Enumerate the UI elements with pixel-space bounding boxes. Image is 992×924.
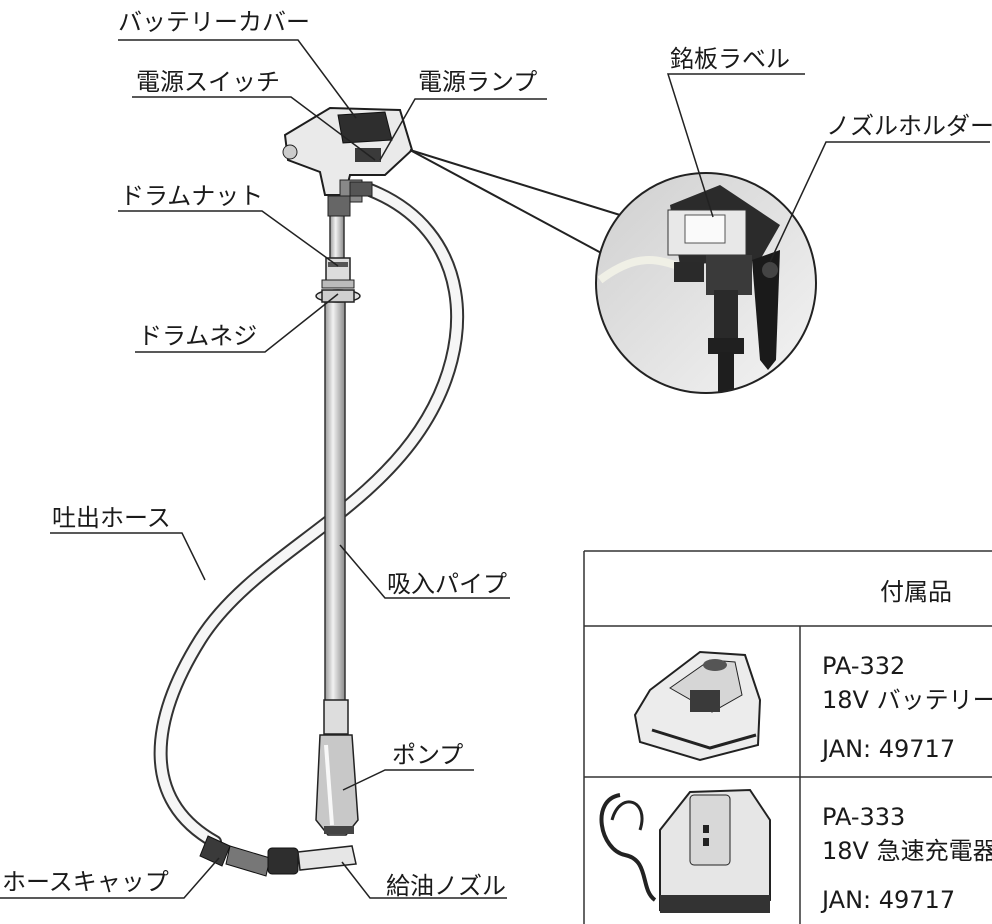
accessory-table-frame [583,550,992,924]
label-power-switch: 電源スイッチ [136,68,280,96]
label-power-lamp: 電源ランプ [418,68,538,96]
zoom-pointer-upper [409,149,621,216]
label-nameplate: 銘板ラベル [670,45,790,73]
label-nozzle-holder: ノズルホルダー [826,112,992,140]
pump-drawing [315,699,359,836]
accessory-2-jan: JAN: 49717 [822,886,956,914]
drum-nut-drawing [321,257,355,289]
accessory-2-name: 18V 急速充電器 [822,837,992,865]
drum-screw-drawing [315,289,361,303]
label-discharge-hose: 吐出ホース [52,504,171,532]
accessory-2-model: PA-333 [822,803,906,831]
leader-lines [0,39,990,899]
accessory-table-header: 付属品 [880,578,952,606]
label-suction-pipe: 吸入パイプ [387,570,507,598]
zoom-pointer-lower [409,149,606,256]
pump-head-drawing [282,106,414,217]
label-pump: ポンプ [392,741,464,769]
accessory-1-name: 18V バッテリー [822,686,992,714]
charger-icon [599,788,771,913]
label-battery-cover: バッテリーカバー [118,8,310,36]
label-hose-cap: ホースキャップ [2,868,169,896]
zoom-inset-photo [595,172,817,394]
battery-pack-icon [633,650,762,762]
accessory-1-model: PA-332 [822,652,906,680]
discharge-hose-drawing [153,183,465,849]
fuel-nozzle-drawing [199,835,357,877]
label-fuel-nozzle: 給油ノズル [386,872,506,900]
label-drum-screw: ドラムネジ [138,322,258,350]
label-drum-nut: ドラムナット [120,182,264,210]
accessory-1-jan: JAN: 49717 [822,735,956,763]
